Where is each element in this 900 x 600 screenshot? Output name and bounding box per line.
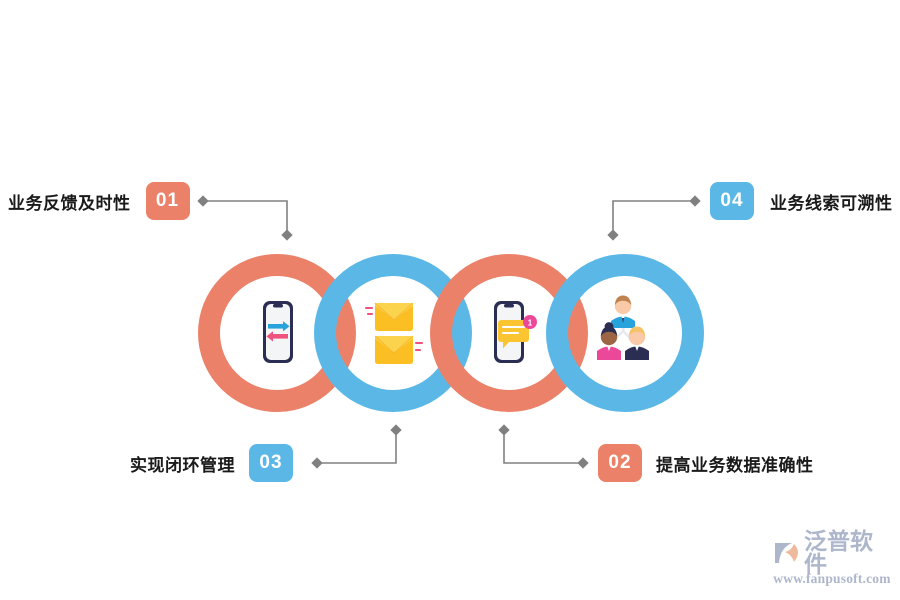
item-04-text: 业务线索可溯性 xyxy=(770,193,893,213)
notification-count: 1 xyxy=(528,319,533,328)
item-03-label-group[interactable]: 实现闭环管理 03 xyxy=(130,444,293,482)
item-03-badge: 03 xyxy=(249,444,293,482)
two-envelopes-icon xyxy=(364,302,424,364)
ring-4-blue xyxy=(546,254,704,412)
item-02-badge: 02 xyxy=(598,444,642,482)
item-02-label-group[interactable]: 02 提高业务数据准确性 xyxy=(598,444,814,482)
team-people-icon xyxy=(597,295,649,360)
item-04-badge: 04 xyxy=(710,182,754,220)
item-01-label-group[interactable]: 业务反馈及时性 01 xyxy=(8,182,190,220)
person-top xyxy=(611,295,635,328)
person-left xyxy=(597,322,621,360)
fanpu-logo-icon xyxy=(775,543,798,563)
phone-chat-notification-icon: 1 xyxy=(494,301,537,363)
ring-2-blue xyxy=(314,254,472,412)
item-02-text: 提高业务数据准确性 xyxy=(656,455,814,475)
watermark: 泛普软件 www.fanpusoft.com xyxy=(772,530,892,592)
watermark-url: www.fanpusoft.com xyxy=(773,571,891,586)
person-right xyxy=(625,326,649,360)
item-03-text: 实现闭环管理 xyxy=(130,455,235,475)
watermark-brand: 泛普软件 xyxy=(804,528,873,577)
ring-1-coral xyxy=(198,254,356,412)
item-01-badge: 01 xyxy=(145,182,190,220)
phone-two-way-arrows-icon xyxy=(263,301,293,363)
ring-3-coral xyxy=(430,254,588,412)
item-04-label-group[interactable]: 04 业务线索可溯性 xyxy=(710,182,893,220)
item-01-text: 业务反馈及时性 xyxy=(8,193,131,213)
